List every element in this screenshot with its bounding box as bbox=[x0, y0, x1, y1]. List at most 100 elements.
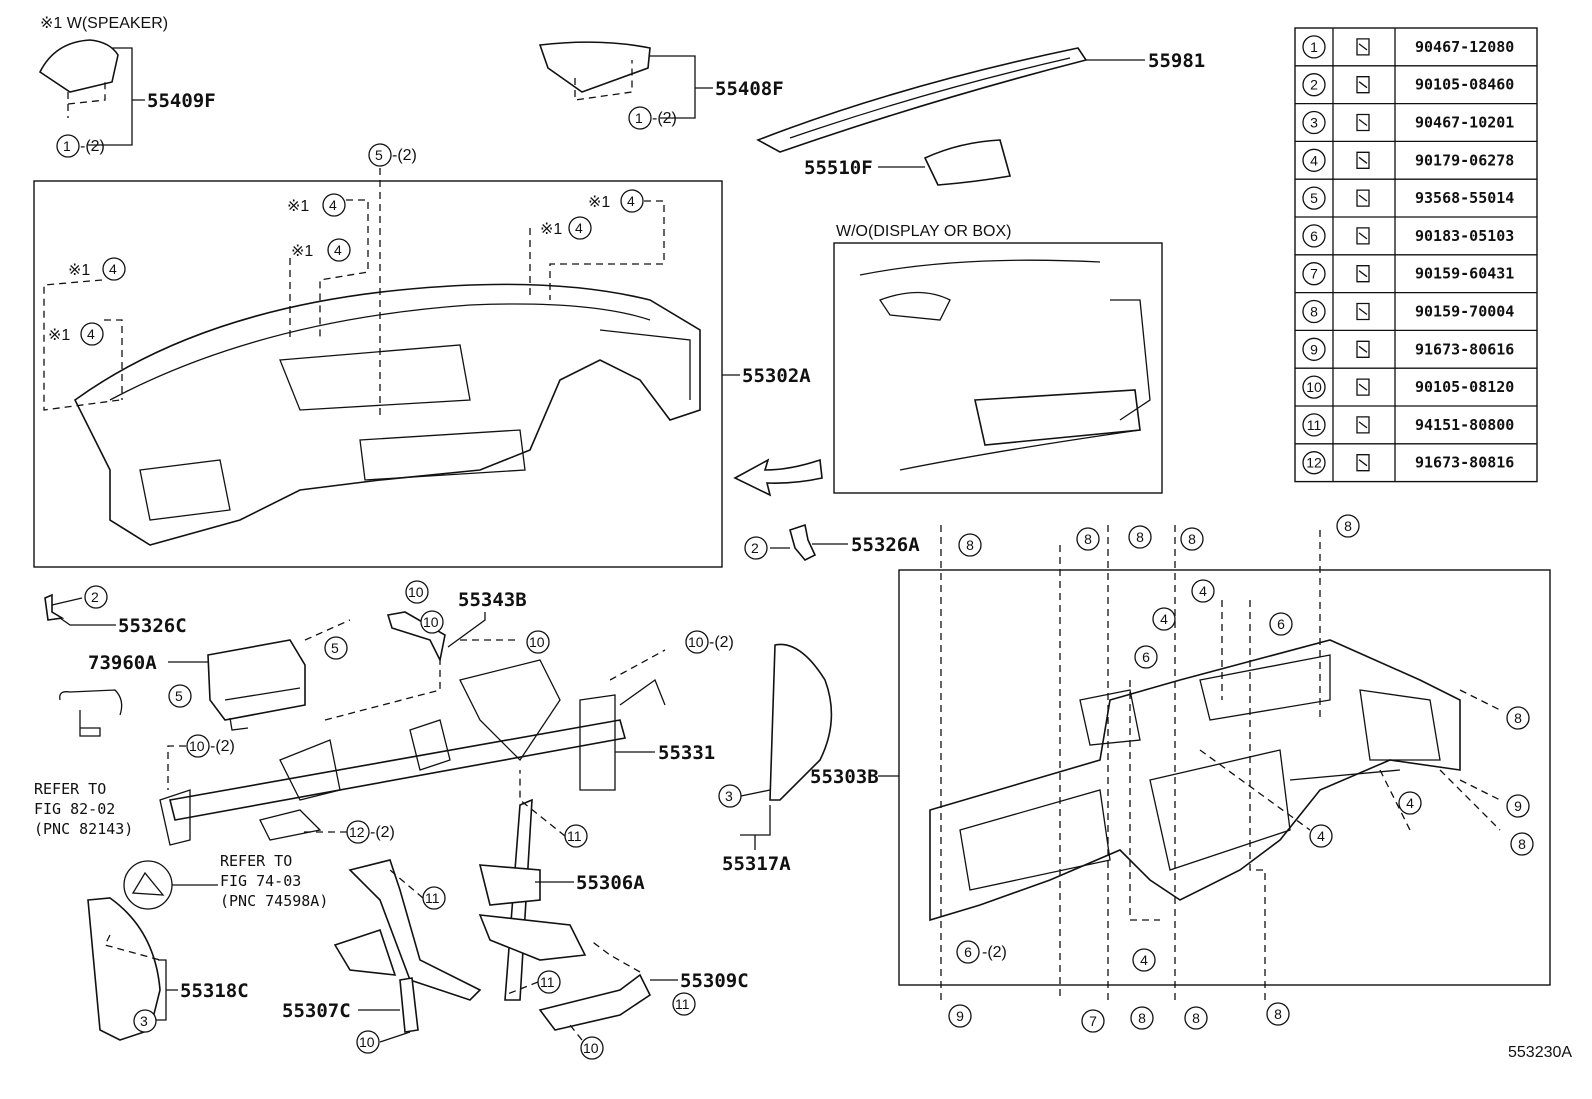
svg-text:-(2): -(2) bbox=[709, 634, 734, 651]
svg-text:5: 5 bbox=[175, 688, 183, 704]
table-part-number: 90183-05103 bbox=[1415, 227, 1514, 245]
fastener-icon bbox=[1356, 378, 1370, 396]
fastener-icon bbox=[1356, 113, 1370, 132]
callout bbox=[1309, 824, 1333, 848]
table-row-number: 7 bbox=[1310, 266, 1318, 282]
panel-55510F bbox=[923, 139, 1012, 186]
callout-number: 4 bbox=[1406, 795, 1414, 811]
callout bbox=[1132, 948, 1156, 972]
brace-55309C bbox=[538, 973, 652, 1031]
callout-number: 8 bbox=[1192, 1010, 1200, 1026]
label-55510F: 55510F bbox=[804, 157, 873, 179]
svg-text:10: 10 bbox=[423, 614, 439, 630]
table-row-number: 4 bbox=[1310, 152, 1318, 168]
label-55326A: 55326A bbox=[851, 534, 920, 556]
table-row-number: 9 bbox=[1310, 341, 1318, 357]
fastener-icon bbox=[1356, 454, 1370, 472]
table-callout bbox=[1302, 262, 1326, 286]
svg-text:10: 10 bbox=[189, 738, 205, 754]
label-55302A: 55302A bbox=[742, 365, 811, 387]
panel-assy-box bbox=[33, 180, 723, 568]
reinforcement-tube bbox=[169, 719, 627, 821]
svg-text:11: 11 bbox=[567, 828, 582, 844]
svg-text:4: 4 bbox=[87, 326, 95, 342]
label-55331: 55331 bbox=[658, 742, 715, 764]
svg-text:(PNC 74598A): (PNC 74598A) bbox=[220, 892, 328, 910]
svg-text:2: 2 bbox=[91, 589, 99, 605]
table-callout bbox=[1302, 413, 1326, 437]
table-part-number: 90467-10201 bbox=[1415, 114, 1514, 132]
callout-number: 8 bbox=[1344, 518, 1352, 534]
label-55318C: 55318C bbox=[180, 980, 249, 1002]
callout-number: 8 bbox=[1138, 1010, 1146, 1026]
callout-number: 6 bbox=[964, 944, 972, 960]
svg-text:-(2): -(2) bbox=[370, 824, 395, 841]
wo-display-label: W/O(DISPLAY OR BOX) bbox=[836, 223, 1011, 240]
table-callout bbox=[1302, 451, 1326, 475]
callout-number: 9 bbox=[956, 1008, 964, 1024]
svg-text:11: 11 bbox=[675, 996, 690, 1012]
callout bbox=[1134, 645, 1158, 669]
callout bbox=[1128, 525, 1152, 549]
callout bbox=[958, 533, 982, 557]
airbag-73960A bbox=[207, 639, 306, 721]
callout-5 bbox=[368, 143, 392, 167]
label-55303B: 55303B bbox=[810, 766, 879, 788]
table-callout bbox=[1302, 35, 1326, 59]
callout-number: 8 bbox=[1274, 1006, 1282, 1022]
sub-assy-box bbox=[898, 569, 1551, 986]
table-row-number: 11 bbox=[1307, 417, 1322, 433]
callout-number: 7 bbox=[1089, 1013, 1097, 1029]
callout bbox=[1081, 1009, 1105, 1033]
svg-text:-(2): -(2) bbox=[392, 147, 417, 164]
svg-text:10: 10 bbox=[359, 1034, 375, 1050]
brace-55307C bbox=[348, 859, 482, 1001]
callout-number: 8 bbox=[1518, 836, 1526, 852]
svg-text:-(2): -(2) bbox=[210, 738, 235, 755]
table-part-number: 90467-12080 bbox=[1415, 38, 1514, 56]
callout-number: 4 bbox=[1140, 952, 1148, 968]
svg-text:FIG 74-03: FIG 74-03 bbox=[220, 872, 301, 890]
svg-text:※1: ※1 bbox=[588, 194, 610, 211]
svg-text:4: 4 bbox=[109, 261, 117, 277]
svg-text:3: 3 bbox=[725, 788, 733, 804]
label-73960A: 73960A bbox=[88, 652, 157, 674]
table-callout bbox=[1302, 337, 1326, 361]
table-part-number: 90105-08460 bbox=[1415, 76, 1514, 94]
svg-text:※1: ※1 bbox=[291, 243, 313, 260]
callout-1 bbox=[56, 134, 80, 158]
table-row-number: 6 bbox=[1310, 228, 1318, 244]
side-panel-55317A bbox=[769, 643, 833, 801]
svg-text:※1: ※1 bbox=[287, 198, 309, 215]
svg-text:10: 10 bbox=[529, 634, 545, 650]
svg-text:11: 11 bbox=[540, 974, 555, 990]
callout bbox=[1266, 1002, 1290, 1026]
table-part-number: 90179-06278 bbox=[1415, 151, 1514, 169]
table-part-number: 91673-80616 bbox=[1415, 340, 1514, 358]
fastener-icon bbox=[1356, 265, 1370, 283]
svg-text:※1: ※1 bbox=[48, 327, 70, 344]
reference-emblem bbox=[123, 860, 173, 910]
callout-number: 8 bbox=[1514, 710, 1522, 726]
fastener-icon bbox=[1356, 76, 1370, 94]
trim-55981 bbox=[756, 47, 1088, 153]
svg-text:4: 4 bbox=[627, 193, 635, 209]
callout-number: 8 bbox=[1188, 531, 1196, 547]
svg-text:REFER TO: REFER TO bbox=[34, 780, 106, 798]
label-55981: 55981 bbox=[1148, 50, 1205, 72]
label-55408F: 55408F bbox=[715, 78, 784, 100]
callout bbox=[1180, 527, 1204, 551]
fastener-icon bbox=[1356, 340, 1370, 358]
label-55409F: 55409F bbox=[147, 90, 216, 112]
svg-text:※1: ※1 bbox=[68, 262, 90, 279]
svg-text:1: 1 bbox=[63, 138, 71, 154]
callout-number: 4 bbox=[1160, 611, 1168, 627]
instrument-panel-55302A bbox=[73, 283, 701, 546]
table-callout bbox=[1302, 186, 1326, 210]
callout-1b bbox=[628, 106, 652, 130]
label-55307C: 55307C bbox=[282, 1000, 351, 1022]
svg-text:REFER TO: REFER TO bbox=[220, 852, 292, 870]
callout bbox=[1336, 514, 1360, 538]
